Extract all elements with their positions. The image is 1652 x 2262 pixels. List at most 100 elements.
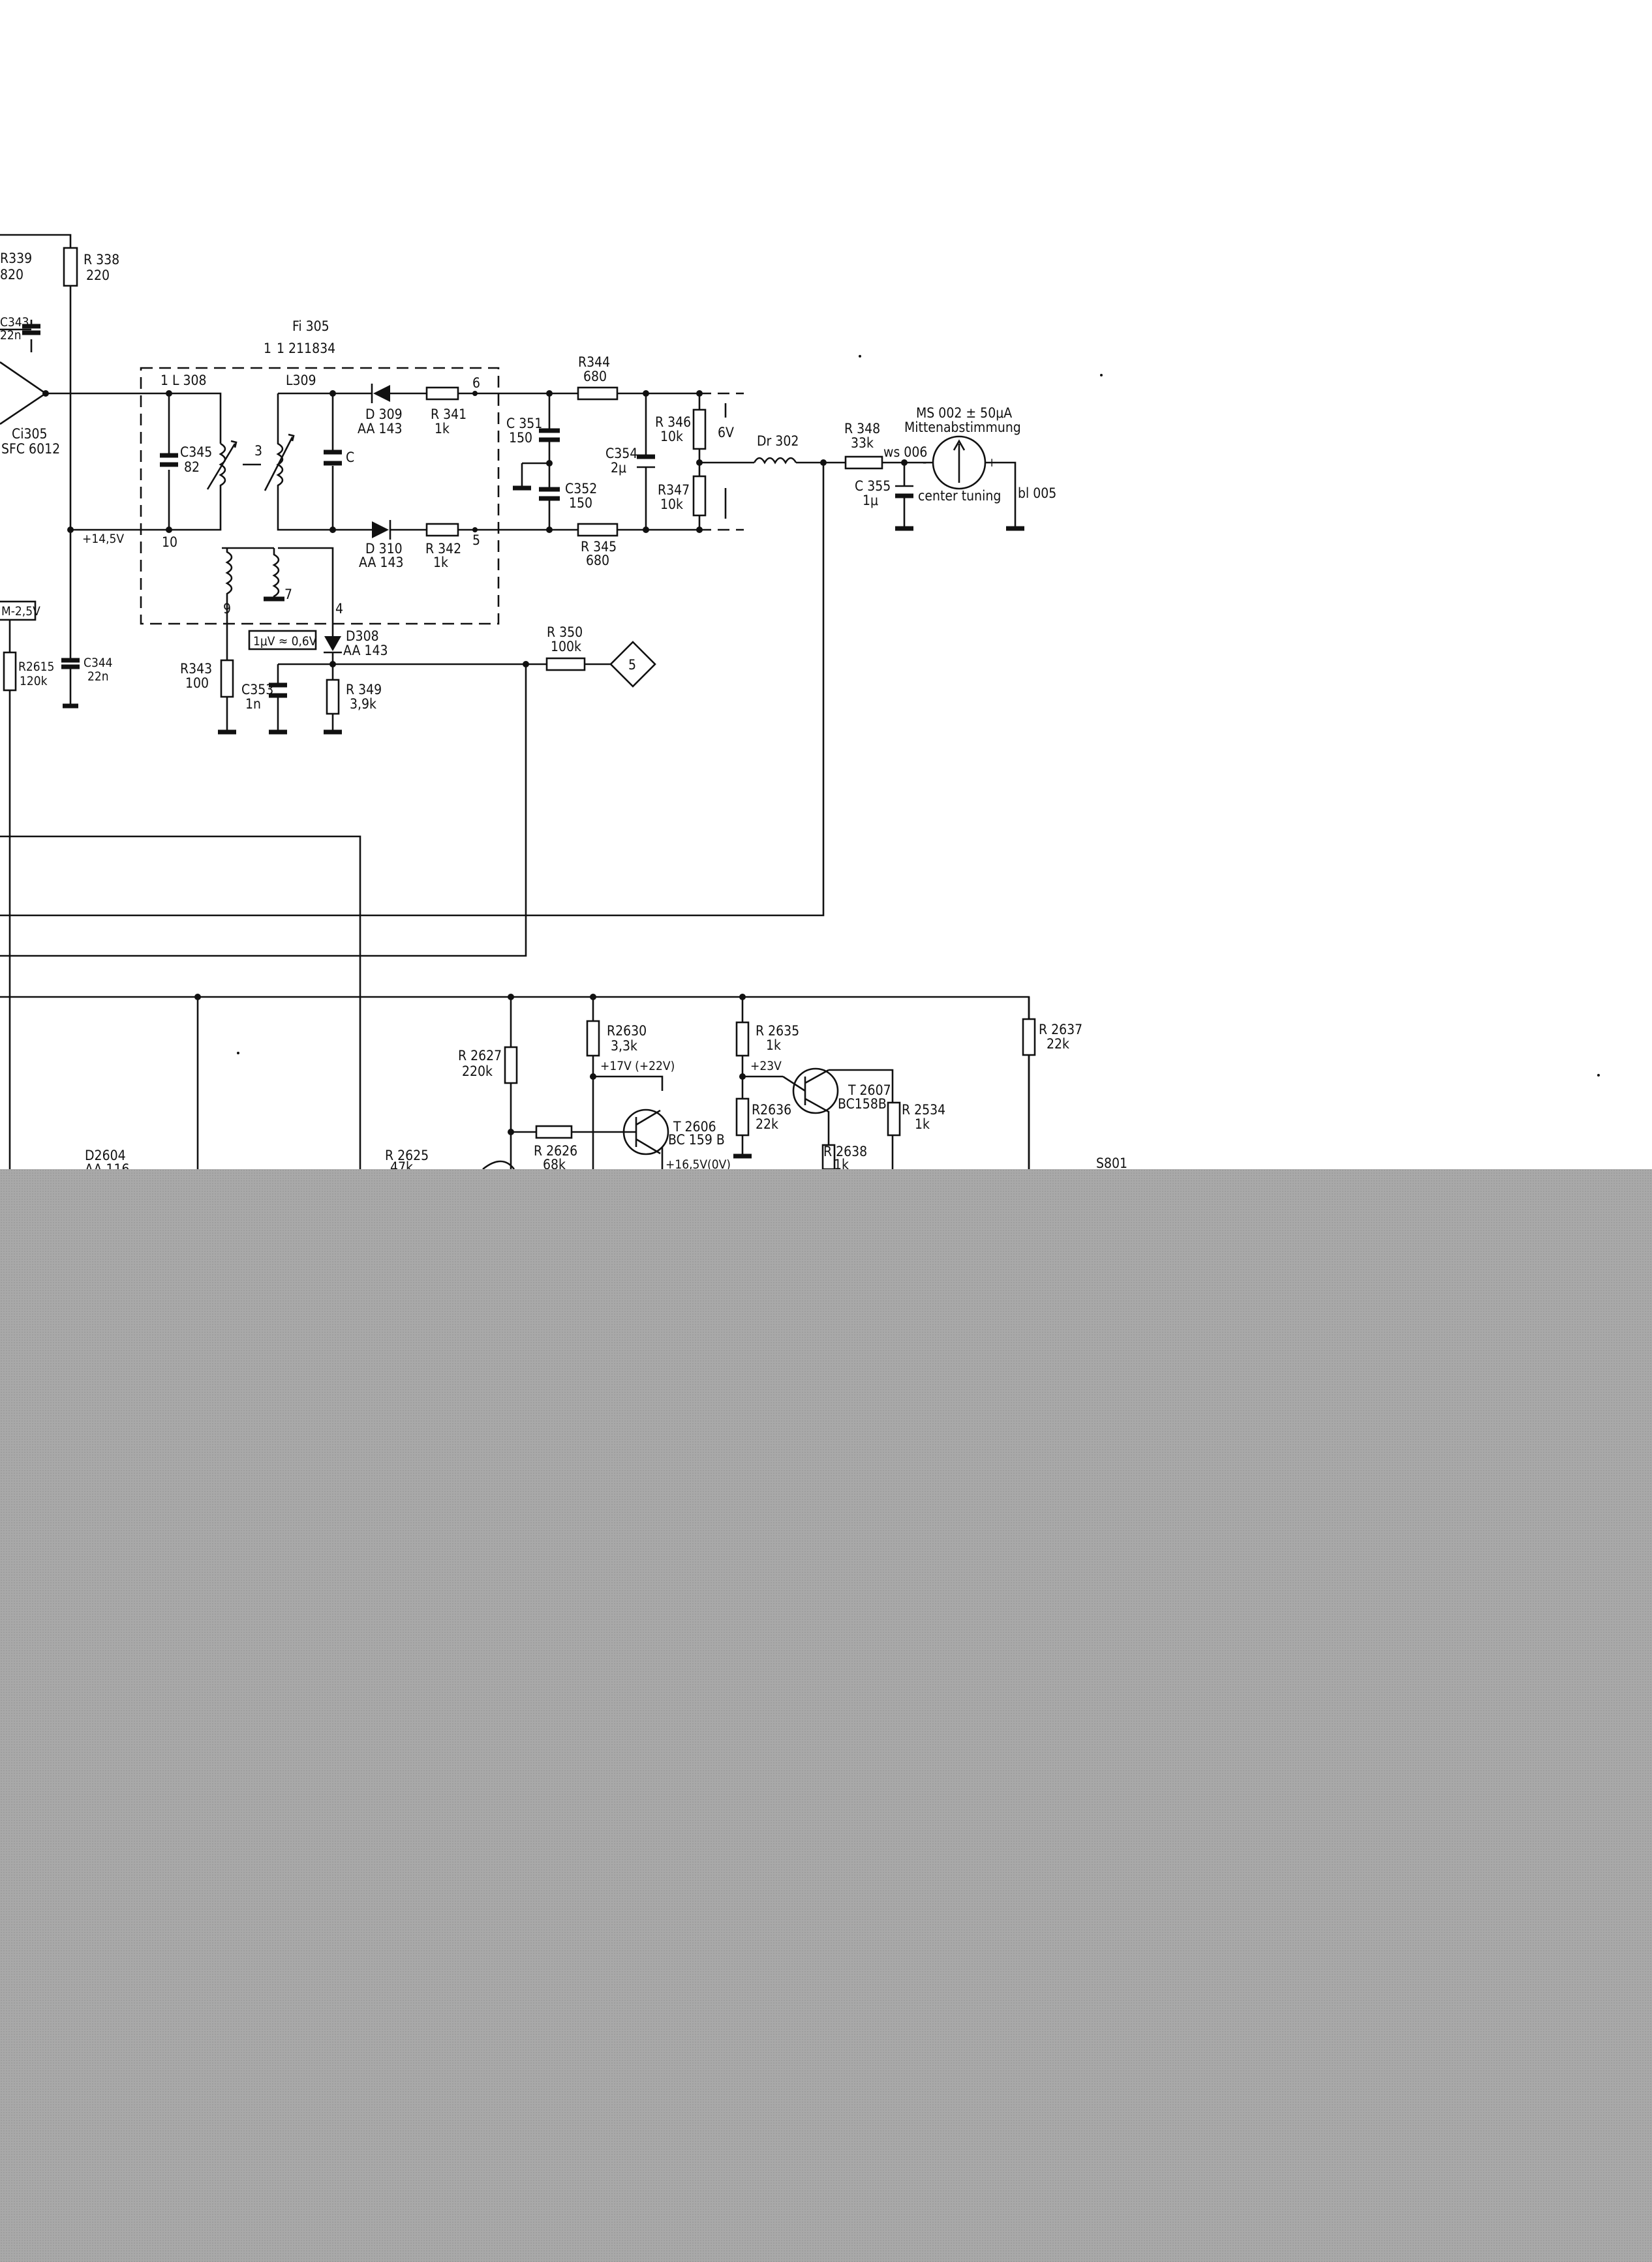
- diode-d308: [324, 636, 342, 654]
- r339-label: R339 820: [0, 251, 32, 283]
- svg-text:680: 680: [586, 553, 609, 568]
- fi305-module-outline: [140, 367, 500, 625]
- d310-label: D 310 AA 143: [359, 541, 403, 570]
- r349-label: R 349 3,9k: [346, 682, 382, 712]
- svg-text:R 338: R 338: [84, 252, 119, 267]
- svg-text:R 2625: R 2625: [385, 1148, 429, 1163]
- resistor-r2635: [735, 1021, 750, 1057]
- resistor-r2636: [735, 1097, 750, 1137]
- r341-label: R 341 1k: [431, 406, 467, 436]
- resistor-r349: [326, 679, 340, 715]
- svg-text:D 310: D 310: [365, 541, 403, 557]
- r344-label: R344 680: [578, 354, 610, 384]
- r347-label: R347 10k: [658, 482, 690, 512]
- redacted-region: [0, 1169, 1652, 2262]
- t2607-pins: [782, 1069, 894, 1145]
- v16-5-label: +16,5V(0V): [665, 1157, 731, 1172]
- diode-d309: [371, 384, 390, 403]
- svg-text:R2636: R2636: [752, 1102, 791, 1118]
- m2-5v-label: M-2,5V: [1, 604, 40, 619]
- svg-text:R 349: R 349: [346, 682, 382, 697]
- wire-l308-top: [138, 392, 222, 444]
- pin-1-label: 1: [161, 373, 168, 388]
- ci305-symbol: [0, 361, 48, 425]
- coil-l308: [166, 442, 226, 531]
- resistor-r2634: [887, 1101, 901, 1137]
- wire-meter-bl005: [985, 461, 1017, 527]
- r2635-label: R 2635 1k: [756, 1023, 799, 1053]
- r2638-label: R 2638 1k: [823, 1144, 867, 1172]
- svg-text:R 2534: R 2534: [902, 1102, 945, 1118]
- svg-text:AA 143: AA 143: [343, 643, 388, 658]
- v6-label: 6V: [718, 425, 734, 440]
- r2625-label: R 2625 47k: [385, 1148, 429, 1175]
- svg-text:C352: C352: [565, 481, 597, 497]
- bl005-label: bl 005: [1018, 485, 1056, 501]
- resistor-r344: [577, 386, 619, 401]
- svg-text:120k: 120k: [20, 674, 48, 688]
- resistor-r338: [63, 247, 78, 287]
- r2636-label: R2636 22k: [752, 1102, 791, 1132]
- resistor-r2630: [586, 1020, 600, 1057]
- resistor-r342: [425, 523, 459, 537]
- svg-text:C 355: C 355: [855, 478, 891, 494]
- resistor-r346: [692, 408, 707, 450]
- r342-label: R 342 1k: [425, 541, 461, 570]
- resistor-r347: [692, 475, 707, 517]
- wire-r350-return: [0, 664, 527, 957]
- svg-text:1 211834: 1 211834: [277, 341, 335, 356]
- r348-label: R 348 33k: [844, 421, 880, 451]
- r2637-label: R 2637 22k: [1039, 1022, 1082, 1052]
- r2627-label: R 2627 220k: [458, 1048, 502, 1079]
- svg-text:R339: R339: [0, 251, 32, 266]
- wire-dr302-return: [0, 463, 825, 917]
- r350-label: R 350 100k: [547, 624, 583, 654]
- svg-text:100: 100: [185, 675, 209, 691]
- svg-text:AA 143: AA 143: [359, 555, 403, 570]
- v14-5-label: +14,5V: [82, 532, 124, 546]
- svg-text:220: 220: [86, 267, 110, 283]
- svg-text:10k: 10k: [660, 429, 683, 444]
- c354-label: C354 2μ: [605, 446, 637, 476]
- pin-5-label: 5: [472, 532, 480, 548]
- d309-label: D 309 AA 143: [358, 406, 403, 436]
- r2634-label: R 2534 1k: [902, 1102, 945, 1132]
- r346-label: R 346 10k: [655, 414, 691, 444]
- l309-tuning-arrow: [264, 433, 295, 491]
- r345-label: R 345 680: [581, 539, 617, 568]
- wire-c351-ground: [521, 462, 549, 487]
- pin-4-label: 4: [335, 601, 343, 617]
- svg-text:R 2638: R 2638: [823, 1144, 867, 1159]
- svg-text:R 2627: R 2627: [458, 1048, 502, 1063]
- m2-5v-box: [0, 600, 37, 621]
- t2607-label: T 2607 BC158B: [838, 1082, 891, 1112]
- svg-text:150: 150: [569, 495, 592, 511]
- svg-text:R 345: R 345: [581, 539, 617, 555]
- svg-text:100k: 100k: [551, 639, 581, 654]
- v23-label: +23V: [750, 1059, 782, 1073]
- c351-label: C 351 150: [506, 416, 542, 446]
- uv-note-label: 1μV ≈ 0,6V: [253, 634, 317, 649]
- svg-text:R347: R347: [658, 482, 690, 498]
- pin-3-label: 3: [254, 443, 262, 459]
- svg-text:D308: D308: [346, 628, 379, 644]
- capacitor-c-unlabeled: [324, 450, 342, 466]
- c353-label: C353 1n: [241, 682, 273, 712]
- svg-text:1k: 1k: [915, 1116, 930, 1132]
- l308-tuning-arrow: [206, 440, 237, 490]
- svg-text:SFC 6012: SFC 6012: [1, 441, 60, 457]
- dr302-label: Dr 302: [757, 433, 799, 449]
- meter-minus: -: [923, 455, 926, 470]
- t2606-label: T 2606 BC 159 B: [668, 1119, 725, 1148]
- svg-text:C343: C343: [0, 315, 29, 329]
- svg-text:3,9k: 3,9k: [350, 696, 376, 712]
- connector-5-label: 5: [628, 657, 636, 673]
- resistor-r2627: [504, 1046, 518, 1084]
- c355-label: C 355 1μ: [855, 478, 891, 508]
- wire-top-left: [0, 234, 72, 248]
- svg-text:R343: R343: [180, 661, 212, 677]
- c352-label: C352 150: [565, 481, 597, 511]
- svg-text:C344: C344: [84, 656, 113, 670]
- svg-text:C 351: C 351: [506, 416, 542, 431]
